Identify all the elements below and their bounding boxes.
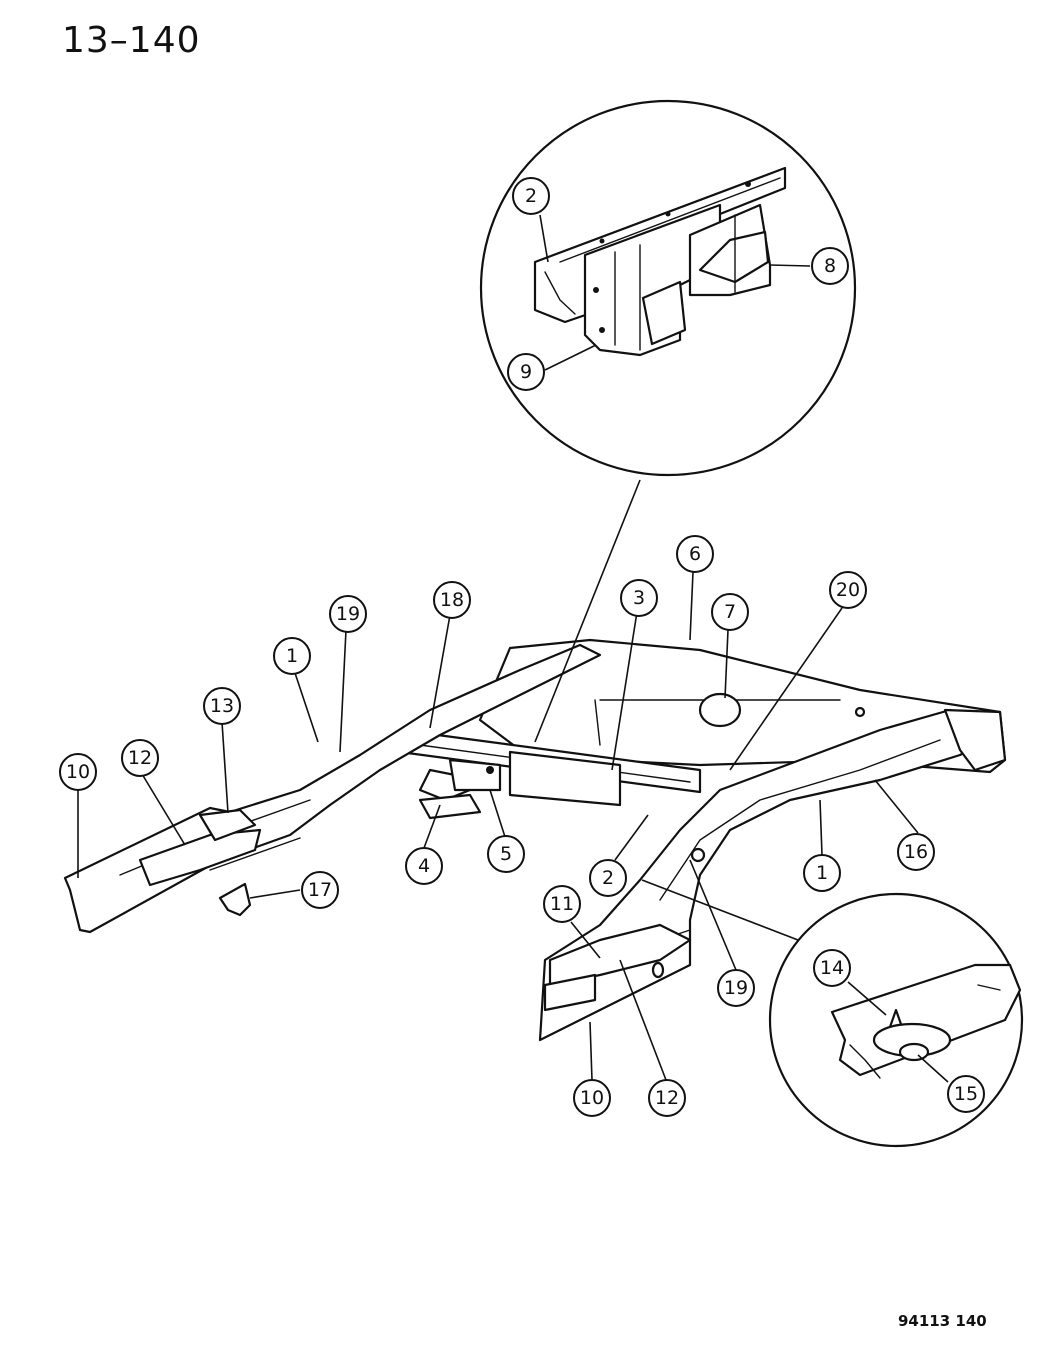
callout-19-right: 19: [717, 969, 755, 1007]
svg-text:19: 19: [336, 603, 360, 625]
page-code: 13–140: [62, 20, 201, 61]
callout-5: 5: [487, 835, 525, 873]
svg-text:3: 3: [633, 587, 645, 609]
callout-d2: 2: [512, 177, 550, 215]
svg-text:13: 13: [210, 695, 234, 717]
callout-12-right: 12: [648, 1079, 686, 1117]
svg-text:8: 8: [824, 255, 836, 277]
callout-12-left: 12: [121, 739, 159, 777]
svg-text:11: 11: [550, 893, 574, 915]
svg-text:2: 2: [525, 185, 537, 207]
svg-text:19: 19: [724, 977, 748, 999]
callout-1-left: 1: [273, 637, 311, 675]
svg-text:15: 15: [954, 1083, 978, 1105]
callout-11: 11: [543, 885, 581, 923]
callout-d8: 8: [811, 247, 849, 285]
callout-10-left: 10: [59, 753, 97, 791]
svg-text:4: 4: [418, 855, 430, 877]
callout-1-right: 1: [803, 854, 841, 892]
svg-text:2: 2: [602, 867, 614, 889]
callout-16: 16: [897, 833, 935, 871]
callout-13: 13: [203, 687, 241, 725]
svg-text:10: 10: [66, 761, 90, 783]
svg-text:17: 17: [308, 879, 332, 901]
svg-text:20: 20: [836, 579, 860, 601]
svg-text:12: 12: [128, 747, 152, 769]
svg-text:1: 1: [286, 645, 298, 667]
svg-text:7: 7: [724, 601, 736, 623]
svg-text:10: 10: [580, 1087, 604, 1109]
detail-circle-upper: [479, 99, 857, 477]
callout-7: 7: [711, 593, 749, 631]
callout-3: 3: [620, 579, 658, 617]
callout-19-left: 19: [329, 595, 367, 633]
callout-6: 6: [676, 535, 714, 573]
detail-circle-lower: [768, 892, 1024, 1148]
leader-lines: [77, 214, 949, 1083]
figure-code: 94113 140: [898, 1312, 987, 1330]
callout-20: 20: [829, 571, 867, 609]
svg-text:18: 18: [440, 589, 464, 611]
callout-15: 15: [947, 1075, 985, 1113]
callout-4: 4: [405, 847, 443, 885]
callout-17: 17: [301, 871, 339, 909]
frame-assembly: [63, 638, 1007, 1042]
svg-text:1: 1: [816, 862, 828, 884]
svg-text:5: 5: [500, 843, 512, 865]
callout-14: 14: [813, 949, 851, 987]
svg-text:14: 14: [820, 957, 844, 979]
callout-18: 18: [433, 581, 471, 619]
callout-10-right: 10: [573, 1079, 611, 1117]
callout-2: 2: [589, 859, 627, 897]
svg-text:16: 16: [904, 841, 928, 863]
svg-text:12: 12: [655, 1087, 679, 1109]
svg-text:9: 9: [520, 361, 532, 383]
callout-d9: 9: [507, 353, 545, 391]
svg-text:6: 6: [689, 543, 701, 565]
